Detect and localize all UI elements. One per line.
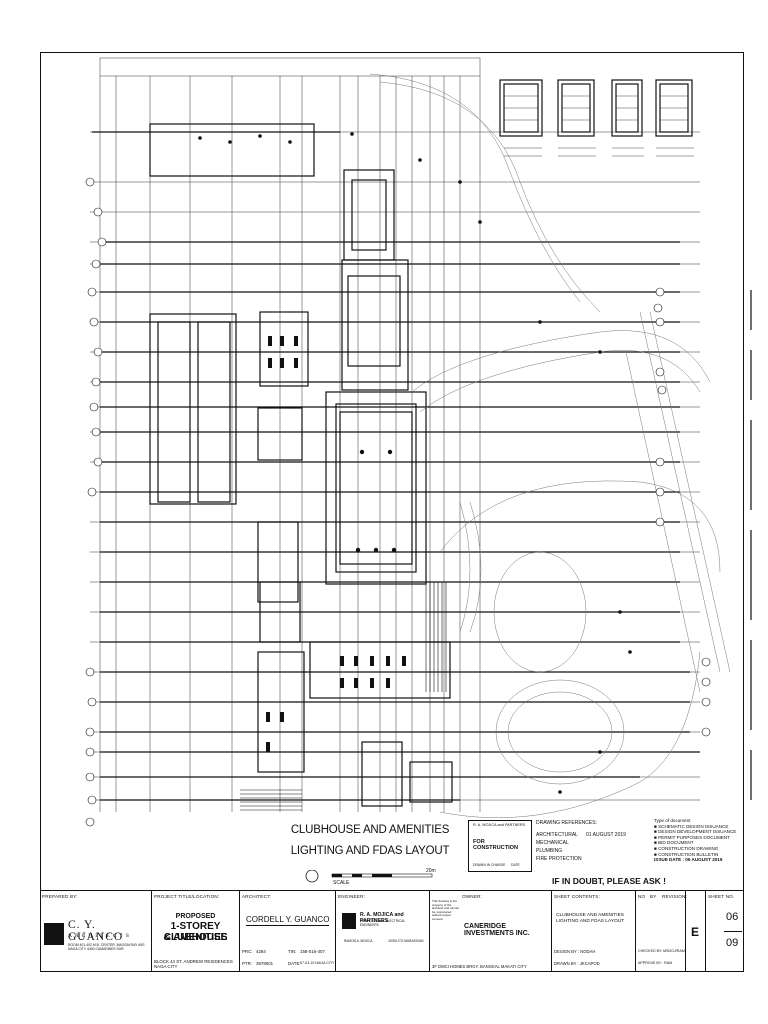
legend-item: ■ DESIGN DEVELOPMENT ISSUANCE	[654, 829, 737, 835]
firm-subtitle: ARCHITECTS	[68, 933, 132, 939]
no-label: NO	[638, 894, 646, 899]
architect-cell: ARCHITECT: CORDELL Y. GUANCO PRC: 4284 T…	[240, 891, 336, 972]
discipline-code: E	[691, 925, 700, 939]
legend-item: ■ BID DOCUMENT	[654, 840, 694, 846]
owner-label: OWNER:	[462, 894, 483, 899]
issue-date: ISSUE DATE : 06 AUGUST 2019	[654, 857, 723, 863]
sheet-contents-cell: SHEET CONTENTS: CLUBHOUSE AND AMENITIES …	[552, 891, 636, 972]
prc-label: PRC:	[242, 949, 253, 954]
checkbox-icon: ■	[654, 840, 659, 846]
discipline-cell: E	[686, 891, 706, 972]
tin-value: 158-016-407	[300, 949, 325, 954]
design-by: DESIGN BY : NODAH	[554, 949, 596, 954]
revision-label: REVISION:	[662, 894, 688, 899]
checkbox-icon: ■	[654, 834, 659, 840]
firm-name: C. Y. GUANCO	[68, 919, 124, 943]
project-location: BLOCK 44 ST. ANDREW RESIDENCES NAGA CITY	[154, 959, 233, 969]
scale-end-label: 20m	[426, 868, 436, 874]
references-heading: DRAWING REFERENCES:	[536, 820, 597, 826]
legend-item: ■ PERMIT PURPOSES DOCUMENT	[654, 834, 730, 840]
engineer-signatory-1: RAMON A. MOJICA	[344, 939, 373, 943]
stamp-firm: R. A. MOJICA and PARTNERS	[473, 823, 526, 827]
sheet-contents-label: SHEET CONTENTS:	[554, 894, 601, 899]
sheet-divider	[724, 931, 742, 932]
drawing-title-line-2: LIGHTING AND FDAS LAYOUT	[290, 845, 450, 857]
project-cell: PROJECT TITLE/LOCATION: PROPOSED 1-STORE…	[152, 891, 240, 972]
reference-architectural-date: 01 AUGUST 2019	[586, 832, 626, 838]
sheet-number: 06	[726, 911, 739, 923]
stamp-signer-label: DRAWN IN CHARGE	[473, 863, 506, 867]
date-value: 07-03-19 NAGA CITY	[300, 961, 335, 965]
architect-label: ARCHITECT:	[242, 894, 272, 899]
checkbox-icon: ■	[654, 829, 659, 835]
project-title-1: 1-STOREY CLUBHOUSE	[163, 921, 228, 943]
project-title-2: & AMENITIES	[163, 932, 228, 943]
reference-mechanical: MECHANICAL	[536, 840, 569, 846]
title-block: PREPARED BY: C. Y. GUANCO ARCHITECTS ROO…	[40, 890, 744, 972]
construction-stamp: R. A. MOJICA and PARTNERS FOR CONSTRUCTI…	[468, 820, 532, 872]
legend-heading: Type of document	[654, 818, 691, 823]
project-proposed: PROPOSED	[175, 913, 216, 920]
owner-name: CANERIDGE INVESTMENTS INC.	[464, 923, 530, 937]
engineer-signatory-2: JOSELITO MARASIGAN	[388, 939, 424, 943]
owner-cell: OWNER: This drawing is the property of t…	[430, 891, 552, 972]
sheet-no-label: SHEET NO.	[708, 894, 735, 899]
reference-plumbing: PLUMBING	[536, 848, 563, 854]
firm-logo-icon	[44, 923, 64, 945]
sheet-total: 09	[726, 937, 739, 949]
side-annotation	[750, 290, 752, 800]
firm-address: ROOM 401-402 M.B. CENTER, MAGSAYSAY AVE.…	[68, 943, 146, 952]
scale-label: SCALE	[333, 880, 350, 886]
engineer-label: ENGINEER:	[338, 894, 366, 899]
ptr-label: PTR:	[242, 961, 253, 966]
revision-cell: NO BY REVISION: CHECKED BY: MSDOJ/RAM AP…	[636, 891, 688, 972]
legend-item: ■ CONSTRUCTION DRAWING	[654, 845, 719, 851]
prc-value: 4284	[256, 949, 266, 954]
approved-by: APPROVE BY : RAM	[638, 961, 673, 965]
ownership-notice: This drawing is the property of the arch…	[432, 899, 460, 921]
reference-fire-protection: FIRE PROTECTION	[536, 856, 582, 862]
prepared-by-cell: PREPARED BY: C. Y. GUANCO ARCHITECTS ROO…	[40, 891, 152, 972]
drawing-title-line-1: CLUBHOUSE AND AMENITIES	[290, 824, 450, 836]
checkbox-icon: ■	[654, 823, 659, 829]
legend-item: ■ SCHEMATIC DESIGN ISSUANCE	[654, 823, 729, 829]
checkbox-icon: ■	[654, 845, 659, 851]
tin-label: TIN:	[288, 949, 297, 954]
owner-address: 3F DMCI HOMES BRGY. BANGKAL MAKATI CITY	[432, 964, 527, 969]
stamp-date-label: DATE	[511, 863, 520, 867]
document-type-legend: Type of document ■ SCHEMATIC DESIGN ISSU…	[654, 818, 744, 863]
project-label: PROJECT TITLE/LOCATION:	[154, 894, 220, 899]
floor-plan-drawing	[85, 57, 731, 827]
engineer-cell: ENGINEER: R. A. MOJICA and PARTNERS PROF…	[336, 891, 430, 972]
ptr-value: 3978601	[256, 961, 274, 966]
graphic-scale-bar	[305, 870, 433, 883]
sheet-contents: CLUBHOUSE AND AMENITIES LIGHTING AND FDA…	[556, 913, 625, 924]
by-label: BY	[650, 894, 657, 899]
prepared-by-label: PREPARED BY:	[42, 894, 78, 899]
checkbox-icon: ■	[654, 851, 659, 857]
date-label: DATE:	[288, 961, 301, 966]
drawing-area	[40, 52, 744, 892]
warning-text: IF IN DOUBT, PLEASE ASK !	[552, 876, 666, 886]
checked-by: CHECKED BY: MSDOJ/RAM	[638, 949, 685, 953]
engineer-logo-icon	[342, 913, 356, 929]
legend-item: ■ CONSTRUCTION BULLETIN	[654, 851, 719, 857]
drawn-by: DRAWN BY : JKCAPOD	[554, 961, 600, 966]
architect-name: CORDELL Y. GUANCO	[246, 915, 330, 926]
drawing-references-block: R. A. MOJICA and PARTNERS FOR CONSTRUCTI…	[468, 820, 744, 890]
drawing-sheet	[40, 52, 744, 972]
engineer-subtitle: PROFESSIONAL ELECTRICAL ENGINEERS	[360, 919, 406, 927]
stamp-status: FOR CONSTRUCTION	[473, 839, 519, 851]
sheet-number-cell: SHEET NO. 06 09	[706, 891, 744, 972]
engineer-firm: R. A. MOJICA and PARTNERS	[360, 912, 404, 924]
reference-architectural: ARCHITECTURAL	[536, 832, 578, 838]
